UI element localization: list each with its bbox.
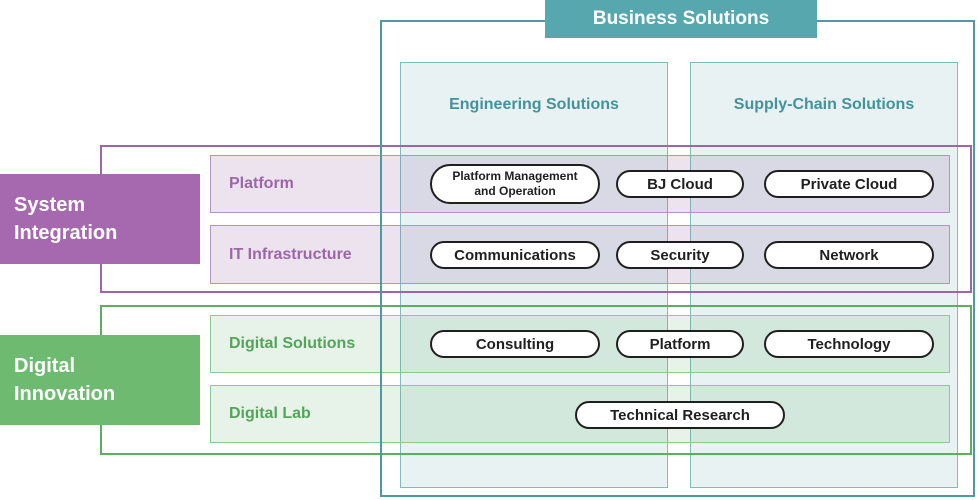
digital-solutions-row-label: Digital Solutions	[229, 335, 356, 352]
digital-lab-row-label: Digital Lab	[229, 405, 311, 422]
system-integration-label: System Integration	[0, 174, 200, 264]
system-integration-label-line2: Integration	[14, 222, 118, 244]
digital-innovation-label-line1: Digital	[14, 355, 76, 377]
engineering-solutions-label: Engineering Solutions	[449, 96, 619, 113]
pill-technical-research: Technical Research	[575, 401, 785, 429]
platform-row-label: Platform	[229, 175, 294, 192]
digital-innovation-label-line2: Innovation	[14, 383, 116, 405]
system-integration-label-line1: System	[14, 194, 86, 216]
business-solutions-title: Business Solutions	[545, 0, 817, 38]
pill-technology: Technology	[764, 330, 934, 358]
digital-innovation-label: Digital Innovation	[0, 335, 200, 425]
engineering-solutions-column: Engineering Solutions	[400, 62, 668, 488]
pill-consulting: Consulting	[430, 330, 600, 358]
pill-network: Network	[764, 241, 934, 269]
supply-chain-solutions-label: Supply-Chain Solutions	[733, 96, 915, 113]
pill-bj-cloud: BJ Cloud	[616, 170, 744, 198]
pill-communications: Communications	[430, 241, 600, 269]
pill-security: Security	[616, 241, 744, 269]
pill-platform-management-and-operation: Platform Management and Operation	[430, 164, 600, 204]
pill-private-cloud: Private Cloud	[764, 170, 934, 198]
it-infrastructure-row-label: IT Infrastructure	[229, 245, 352, 263]
pill-platform: Platform	[616, 330, 744, 358]
